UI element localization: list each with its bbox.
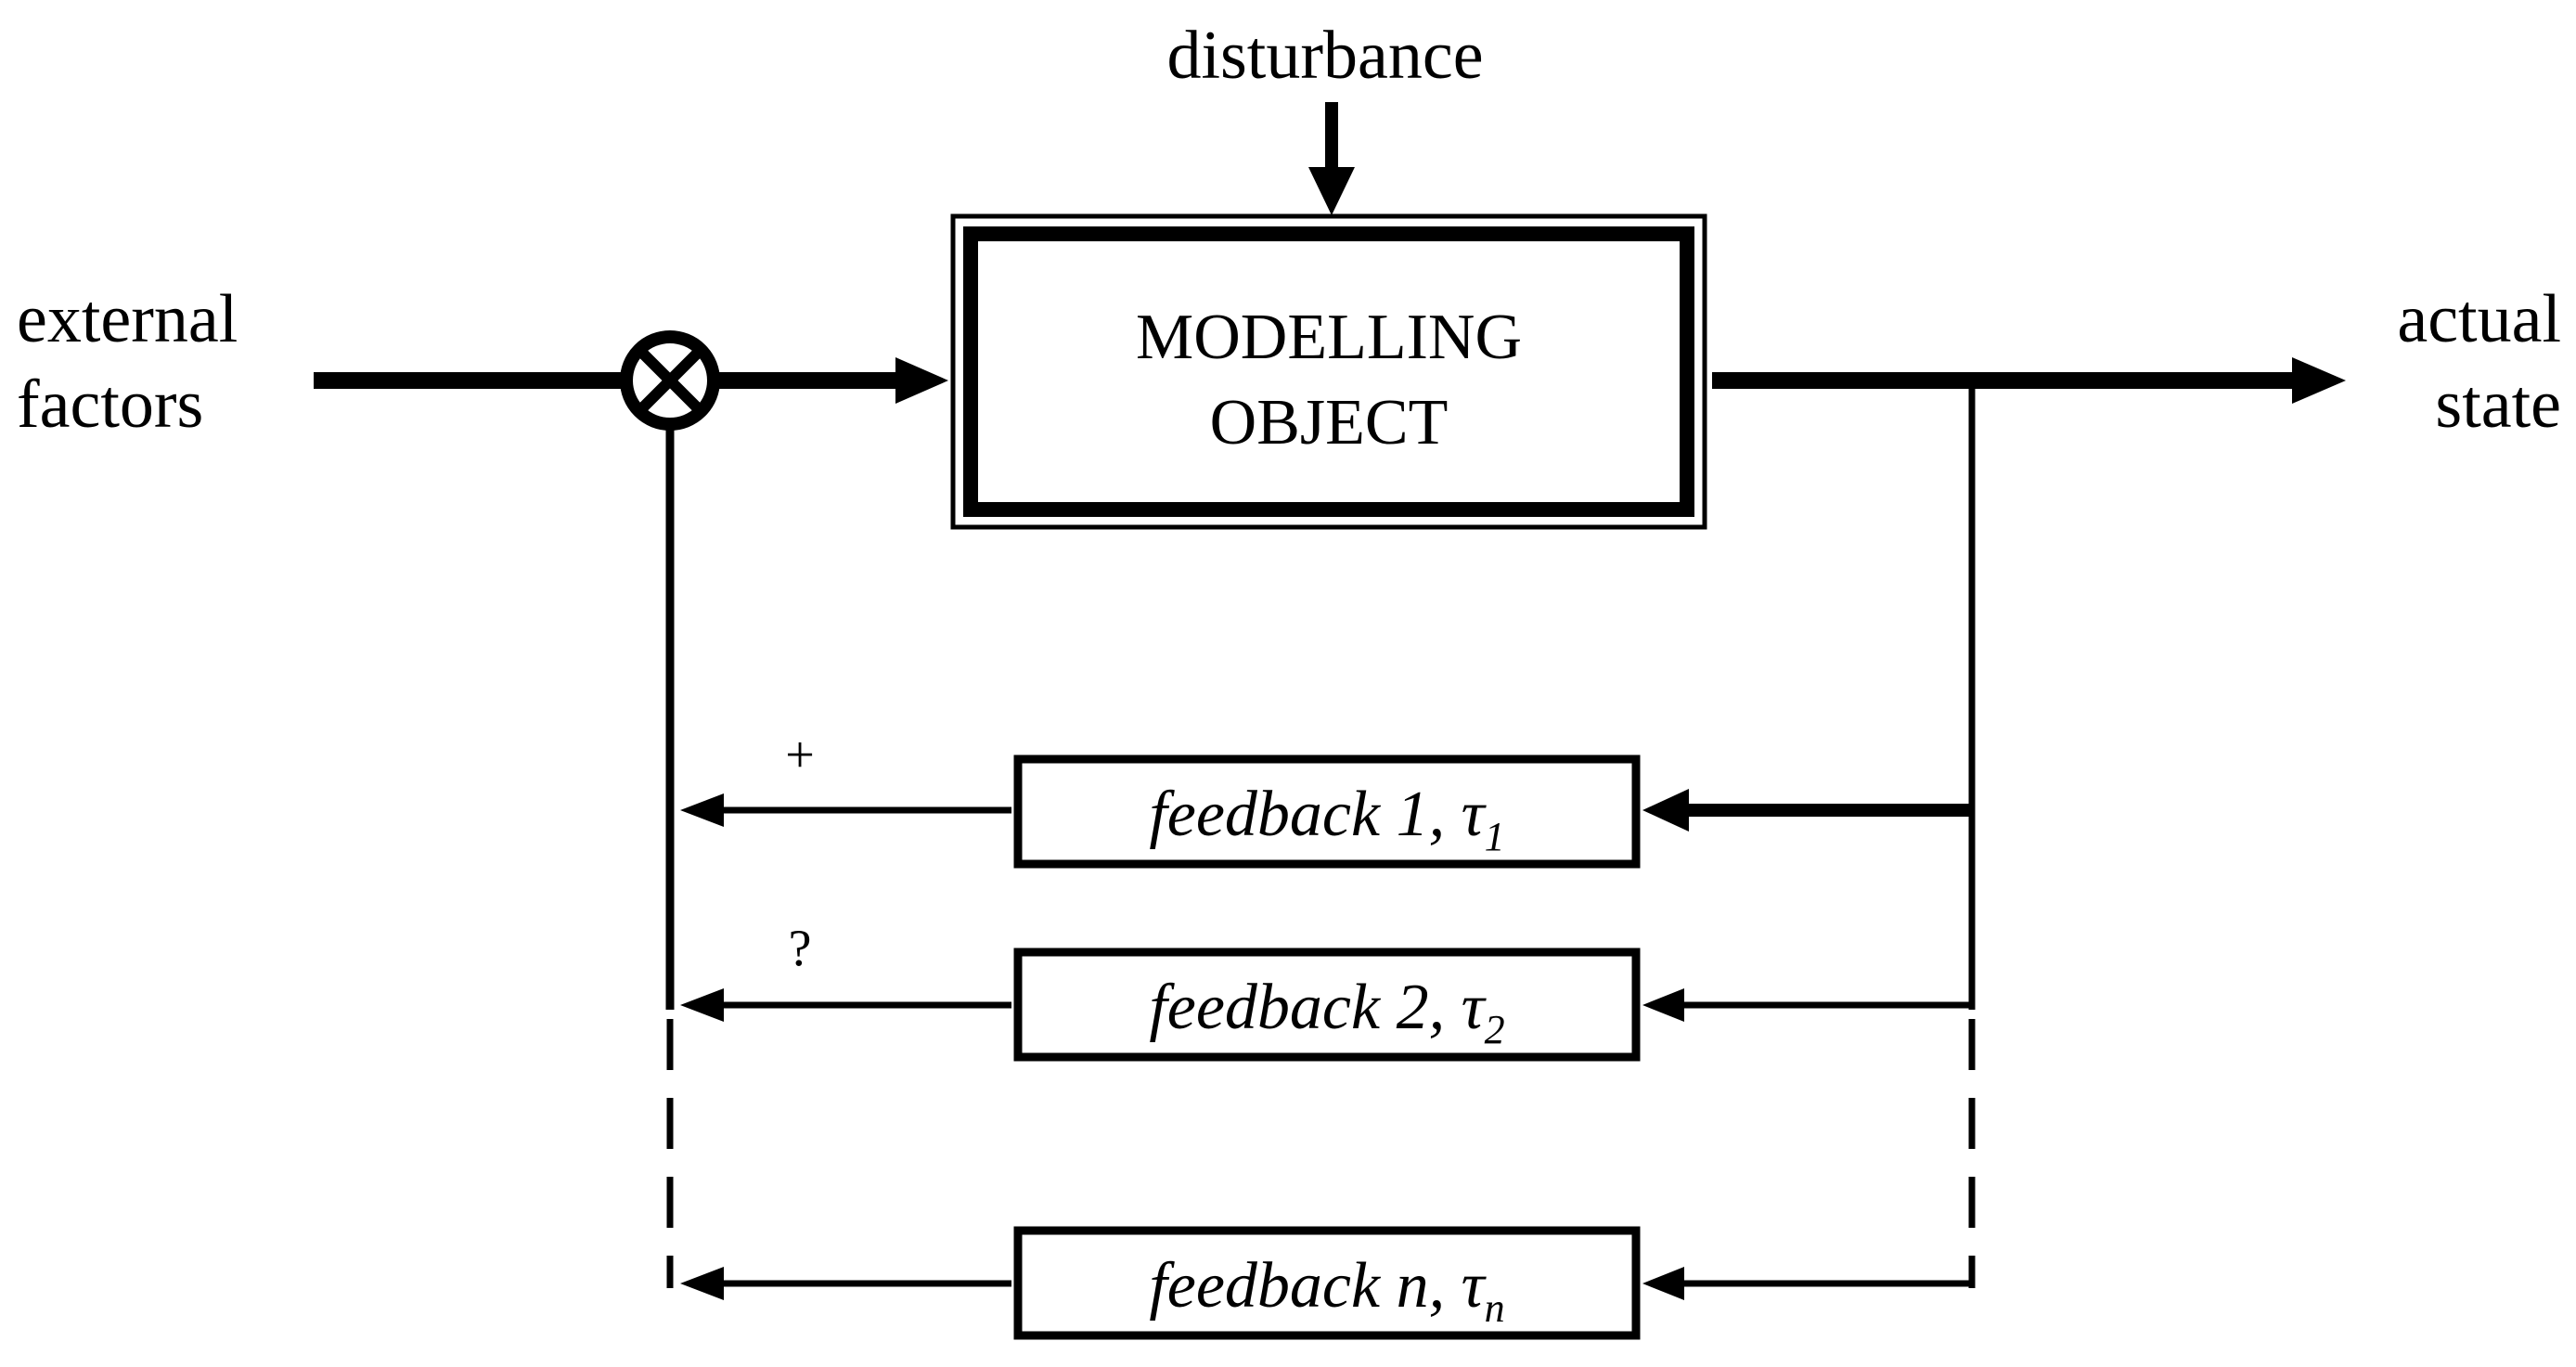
disturbance-label: disturbance xyxy=(1166,18,1483,94)
feedback-1-output-arrowhead-icon xyxy=(680,793,724,827)
modelling-object-label-line1: MODELLING xyxy=(1136,302,1522,373)
modelling-object-outer-border xyxy=(950,213,1707,530)
feedback-1-sign: + xyxy=(785,727,815,784)
modelling-object-label-line2: OBJECT xyxy=(1210,387,1449,458)
feedback-n-input-arrowhead-icon xyxy=(1642,1267,1684,1300)
feedback-2-box xyxy=(1013,948,1641,1062)
feedback-n-output-arrowhead-icon xyxy=(680,1267,724,1300)
feedback-1-box xyxy=(1013,754,1641,869)
feedback-1-label: feedback 1, τ1 xyxy=(1149,779,1504,859)
modelling-object-inner-border xyxy=(963,226,1694,517)
disturbance-arrowhead-icon xyxy=(1308,167,1355,215)
external-factors-label-line1: external xyxy=(17,281,238,357)
feedback-2-output-arrowhead-icon xyxy=(680,988,724,1022)
feedback-2-label: feedback 2, τ2 xyxy=(1149,972,1504,1052)
actual-state-label-line2: state xyxy=(2435,367,2561,443)
object-input-arrowhead-icon xyxy=(895,357,948,404)
feedback-n-label: feedback n, τn xyxy=(1149,1250,1504,1331)
circle-cross-icon xyxy=(620,330,720,431)
actual-state-label-line1: actual xyxy=(2397,281,2561,357)
feedback-n-box xyxy=(1013,1226,1641,1340)
external-factors-label-line2: factors xyxy=(17,367,203,443)
feedback-1-input-arrowhead-icon xyxy=(1642,789,1689,832)
feedback-2-sign: ? xyxy=(789,920,812,977)
feedback-2-input-arrowhead-icon xyxy=(1642,988,1684,1022)
output-arrowhead-icon xyxy=(2292,357,2346,404)
